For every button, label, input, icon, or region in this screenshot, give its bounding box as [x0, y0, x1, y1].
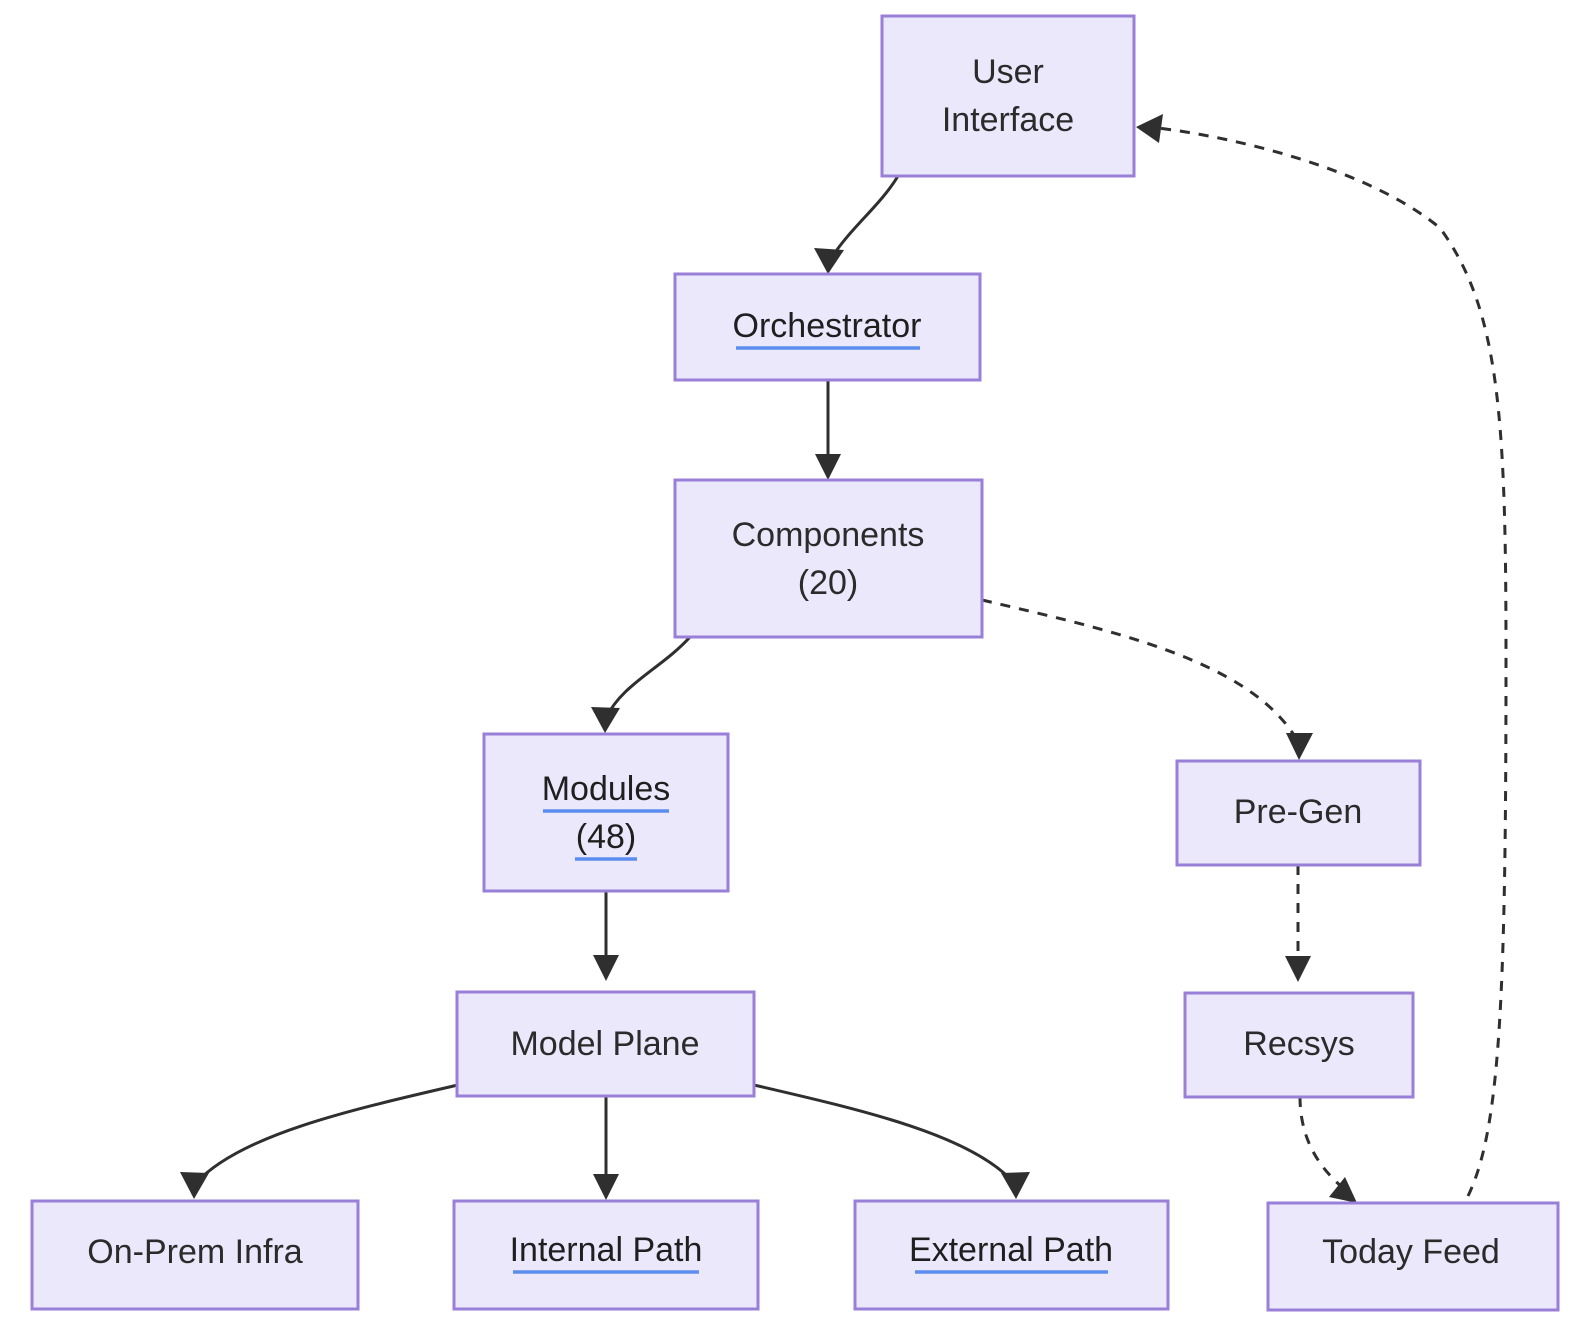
edge-path — [1157, 126, 1508, 1197]
node-today-feed[interactable]: Today Feed — [1266, 1201, 1560, 1312]
arrow-head-icon — [593, 955, 619, 981]
node-box[interactable] — [30, 1199, 360, 1311]
node-model-plane[interactable]: Model Plane — [455, 990, 756, 1098]
node-on-prem-infra[interactable]: On-Prem Infra — [30, 1199, 360, 1311]
node-label-line1[interactable]: Modules — [542, 770, 671, 808]
node-label-line1: Model Plane — [510, 1025, 699, 1063]
node-label-line1[interactable]: Orchestrator — [733, 307, 922, 345]
edge-components-to-pre-gen — [981, 598, 1313, 760]
node-label-line1: On-Prem Infra — [87, 1233, 302, 1271]
edge-orchestrator-to-components — [815, 380, 841, 480]
node-external-path[interactable]: External Path — [853, 1199, 1170, 1311]
edge-path — [1298, 1096, 1349, 1194]
node-label-line1: User — [972, 53, 1044, 91]
node-recsys[interactable]: Recsys — [1183, 991, 1415, 1099]
arrow-head-icon — [1329, 1177, 1357, 1203]
arrow-head-icon — [591, 707, 620, 733]
edge-ui-to-orchestrator — [814, 175, 900, 274]
node-label-line1: Today Feed — [1322, 1233, 1500, 1271]
edge-today-feed-to-user-interface — [1136, 114, 1508, 1197]
node-layer: User Interface Orchestrator Components (… — [30, 14, 1560, 1312]
edge-model-plane-to-on-prem-infra — [180, 1083, 459, 1199]
node-label-line1: Recsys — [1243, 1025, 1354, 1063]
node-box[interactable] — [452, 1199, 760, 1311]
edge-model-plane-to-external-path — [753, 1083, 1030, 1199]
arrow-head-icon — [593, 1174, 619, 1200]
node-box[interactable] — [1183, 991, 1415, 1099]
node-user-interface[interactable]: User Interface — [880, 14, 1136, 178]
node-box[interactable] — [853, 1199, 1170, 1311]
node-box[interactable] — [673, 478, 984, 639]
edge-pre-gen-to-recsys — [1285, 865, 1311, 982]
edge-recsys-to-today-feed — [1298, 1096, 1357, 1203]
node-box[interactable] — [455, 990, 756, 1098]
edge-model-plane-to-internal-path — [593, 1096, 619, 1200]
arrow-head-icon — [1286, 733, 1313, 760]
node-label-line2: Interface — [942, 101, 1074, 139]
node-box[interactable] — [673, 272, 982, 382]
node-internal-path[interactable]: Internal Path — [452, 1199, 760, 1311]
node-label-line1: Pre-Gen — [1234, 793, 1363, 831]
arrow-head-icon — [1001, 1172, 1030, 1199]
node-modules[interactable]: Modules (48) — [482, 732, 730, 893]
edge-modules-to-model-plane — [593, 891, 619, 981]
node-box[interactable] — [1175, 759, 1422, 867]
edge-path — [194, 1083, 459, 1185]
node-label-line1[interactable]: External Path — [909, 1231, 1113, 1269]
node-label-line1[interactable]: Internal Path — [510, 1231, 703, 1269]
node-box[interactable] — [880, 14, 1136, 178]
edge-path — [604, 635, 692, 719]
edge-components-to-modules — [591, 635, 692, 733]
edge-layer — [180, 114, 1508, 1203]
node-pre-gen[interactable]: Pre-Gen — [1175, 759, 1422, 867]
edge-path — [828, 175, 900, 261]
arrow-head-icon — [1285, 956, 1311, 982]
arrow-head-icon — [815, 454, 841, 480]
edge-path — [981, 598, 1299, 741]
node-orchestrator[interactable]: Orchestrator — [673, 272, 982, 382]
node-components[interactable]: Components (20) — [673, 478, 984, 639]
node-box[interactable] — [1266, 1201, 1560, 1312]
edge-path — [753, 1083, 1016, 1184]
node-label-line1: Components — [732, 516, 925, 554]
arrow-head-icon — [814, 248, 844, 274]
arrow-head-icon — [180, 1172, 209, 1199]
arrow-head-icon — [1136, 114, 1163, 143]
node-label-line2: (20) — [798, 564, 858, 602]
node-label-line2[interactable]: (48) — [576, 818, 636, 856]
